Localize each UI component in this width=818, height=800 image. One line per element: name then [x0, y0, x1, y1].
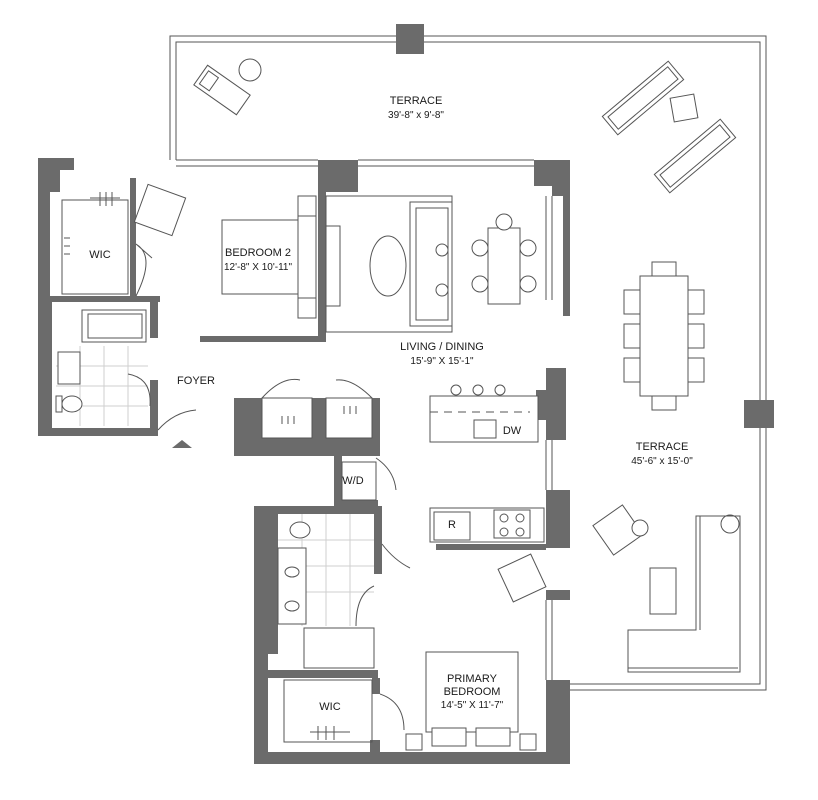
primary-name-line2: BEDROOM — [444, 686, 501, 698]
kitchen-counter — [429, 507, 545, 543]
primary-bath — [277, 514, 375, 669]
outdoor-lounge-set — [592, 504, 741, 673]
kitchen-island — [429, 384, 539, 443]
label-living: LIVING / DINING 15'-9" X 15'-1" — [400, 341, 484, 367]
terrace-side-table — [669, 93, 699, 123]
terrace-top-dims: 39'-8" x 9'-8" — [388, 110, 444, 121]
bedroom2-dims: 12'-8" X 10'-11" — [224, 262, 292, 273]
label-terrace-right: TERRACE 45'-6" x 15'-0" — [631, 441, 693, 467]
living-dims: 15'-9" X 15'-1" — [410, 356, 474, 367]
terrace-right-name: TERRACE — [636, 441, 689, 453]
foyer-closets — [261, 378, 373, 439]
dw-label: DW — [503, 425, 522, 437]
primary-name-line1: PRIMARY — [447, 673, 498, 685]
terrace-column-right — [744, 400, 774, 428]
label-primary-bedroom: PRIMARY BEDROOM 14'-5" X 11'-7" — [441, 673, 504, 711]
label-terrace-top: TERRACE 39'-8" x 9'-8" — [388, 95, 444, 121]
primary-bedroom-furniture — [381, 543, 547, 751]
windows — [176, 159, 553, 680]
bath-top-left — [55, 309, 151, 426]
terrace-top-name: TERRACE — [390, 95, 443, 107]
terrace-column-top — [396, 24, 424, 54]
lounge-chair-left — [193, 64, 251, 116]
fridge-label: R — [448, 519, 456, 531]
side-table-round — [238, 58, 262, 82]
living-name: LIVING / DINING — [400, 341, 484, 353]
wic-bottom-shelves — [283, 679, 405, 743]
wd-closet — [341, 457, 397, 501]
dining-set — [471, 213, 537, 305]
walls — [38, 158, 570, 764]
bedroom2-name: BEDROOM 2 — [225, 247, 291, 259]
entry-door — [157, 409, 197, 431]
wic-top-name: WIC — [89, 249, 110, 261]
outdoor-dining-set — [623, 261, 705, 411]
entry-arrow-icon — [172, 440, 192, 448]
bedroom2-furniture — [133, 183, 317, 319]
living-furniture — [325, 195, 453, 333]
chaise-lounge-1 — [601, 60, 685, 136]
foyer-name: FOYER — [177, 375, 215, 387]
wic-bottom-name: WIC — [319, 701, 340, 713]
primary-dims: 14'-5" X 11'-7" — [441, 700, 504, 711]
chaise-lounge-2 — [653, 118, 737, 194]
wd-name: W/D — [342, 475, 363, 487]
terrace-outline — [169, 35, 767, 691]
wic-top-shelves — [61, 192, 129, 295]
label-bedroom2: BEDROOM 2 12'-8" X 10'-11" — [224, 247, 292, 273]
terrace-right-dims: 45'-6" x 15'-0" — [631, 456, 693, 467]
